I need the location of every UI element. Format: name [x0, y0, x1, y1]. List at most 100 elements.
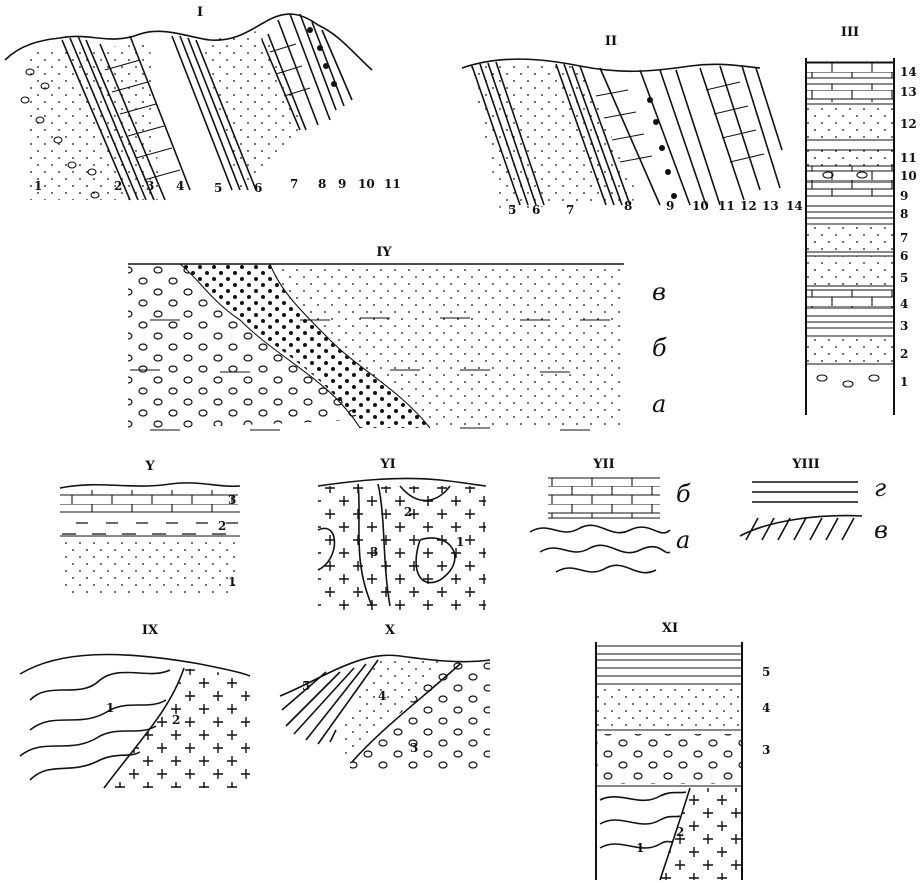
svg-text:6: 6	[254, 181, 262, 195]
svg-text:11: 11	[900, 151, 917, 165]
svg-text:7: 7	[290, 177, 298, 191]
svg-text:9: 9	[666, 199, 674, 213]
svg-text:7: 7	[566, 203, 574, 217]
panel-8-title: YIII	[791, 457, 820, 472]
svg-text:3: 3	[410, 741, 418, 755]
panel-9-contact	[103, 667, 185, 789]
panel-5-shale	[60, 514, 238, 536]
svg-text:14: 14	[900, 65, 917, 79]
panel-4-title: IY	[376, 245, 392, 260]
svg-text:а: а	[652, 390, 666, 418]
panel-1: I	[4, 5, 401, 201]
svg-text:13: 13	[900, 85, 917, 99]
panel-3: III 14 13 12 11 10 9 8 7 6 5	[805, 25, 917, 415]
panel-9-folds	[19, 669, 171, 781]
svg-text:6: 6	[532, 203, 540, 217]
svg-text:9: 9	[900, 189, 908, 203]
svg-text:4: 4	[762, 701, 770, 715]
panel-4-boundary-left	[179, 263, 361, 429]
panel-5-surface	[59, 482, 241, 489]
panel-2-fossil-bed	[647, 97, 677, 199]
panel-2-labels: 5 6 7 8 9 10 11 12 13 14	[508, 199, 803, 217]
panel-7-folded-schist	[529, 524, 671, 574]
panel-5-sandstone	[60, 540, 238, 594]
svg-text:5: 5	[214, 181, 222, 195]
svg-text:3: 3	[900, 319, 908, 333]
svg-text:1: 1	[106, 701, 114, 715]
svg-text:7: 7	[900, 231, 908, 245]
panel-4-right-sand	[270, 264, 624, 430]
panel-10-sand-bed	[336, 660, 440, 760]
panel-11-top-beds	[596, 645, 742, 685]
panel-11-sandstone	[596, 688, 742, 728]
panel-6-title: YI	[379, 457, 395, 472]
svg-text:5: 5	[900, 271, 908, 285]
panel-1-title: I	[197, 5, 203, 20]
panel-1-conglomerate	[20, 68, 100, 199]
panel-11-conglomerate	[596, 734, 742, 784]
svg-text:11: 11	[384, 177, 401, 191]
svg-text:1: 1	[636, 841, 644, 855]
panel-2-bricks	[595, 81, 765, 163]
svg-text:1: 1	[900, 375, 908, 389]
panel-2-title: II	[605, 34, 617, 49]
panel-7-limestone	[548, 478, 660, 518]
panel-4-dash-marks	[130, 317, 610, 431]
svg-text:13: 13	[762, 199, 779, 213]
svg-text:4: 4	[176, 179, 184, 193]
panel-4-labels: в б а	[652, 278, 667, 418]
svg-text:12: 12	[740, 199, 757, 213]
panel-2-strata-lines	[471, 61, 783, 206]
panel-8-horizontal-beds	[752, 481, 858, 503]
panel-8: YIII г в	[739, 457, 888, 544]
panel-1-labels: 1 2 3 4 5 6 7 8 9 10 11	[34, 177, 401, 195]
svg-text:2: 2	[218, 519, 226, 533]
svg-text:8: 8	[900, 207, 908, 221]
panel-2: II 5 6 7 8 9 10 11	[461, 34, 803, 217]
svg-text:1: 1	[456, 535, 464, 549]
panel-6-labels: 2 1 3	[370, 505, 464, 559]
panel-9-labels: 1 2	[106, 701, 180, 727]
svg-text:2: 2	[404, 505, 412, 519]
svg-text:а: а	[676, 526, 690, 554]
panel-4-dotted-belt	[180, 264, 430, 428]
svg-text:9: 9	[338, 177, 346, 191]
panel-1-fossil-bed	[307, 27, 337, 87]
svg-text:б: б	[676, 480, 691, 508]
svg-text:14: 14	[786, 199, 803, 213]
svg-text:3: 3	[228, 493, 236, 507]
svg-text:2: 2	[676, 825, 684, 839]
svg-text:3: 3	[762, 743, 770, 757]
svg-text:1: 1	[34, 179, 42, 193]
svg-text:2: 2	[172, 713, 180, 727]
panel-7: YII б а	[529, 457, 691, 574]
svg-text:в: в	[652, 278, 666, 306]
panel-5-limestone	[60, 490, 238, 512]
svg-text:5: 5	[508, 203, 516, 217]
svg-text:6: 6	[900, 249, 908, 263]
svg-text:2: 2	[114, 179, 122, 193]
panel-8-tilted-beds	[739, 514, 863, 541]
panel-6-xenolith	[317, 485, 456, 584]
panel-11-labels: 5 4 3 2 1	[636, 665, 770, 855]
panel-11-contact	[659, 787, 691, 881]
panel-9-granite	[104, 668, 250, 788]
panel-4-boundary-right	[269, 263, 431, 429]
panel-1-sandstone-fill	[25, 44, 160, 200]
svg-text:4: 4	[378, 689, 386, 703]
panel-7-labels: б а	[676, 480, 691, 554]
svg-text:б: б	[652, 334, 667, 362]
panel-6-dyke-left	[357, 483, 373, 607]
panel-9-title: IX	[142, 623, 159, 638]
svg-text:10: 10	[692, 199, 709, 213]
svg-text:8: 8	[318, 177, 326, 191]
panel-5-title: Y	[144, 459, 155, 474]
panel-9: IX 1 2	[19, 623, 251, 789]
panel-10-labels: 5 4 3	[302, 679, 418, 755]
panel-11-title: XI	[662, 621, 678, 636]
panel-2-surface	[461, 58, 761, 73]
panel-10-pebble-bed	[350, 660, 490, 770]
panel-6: YI 2 1 3	[317, 457, 487, 610]
panel-9-surface	[19, 653, 251, 677]
